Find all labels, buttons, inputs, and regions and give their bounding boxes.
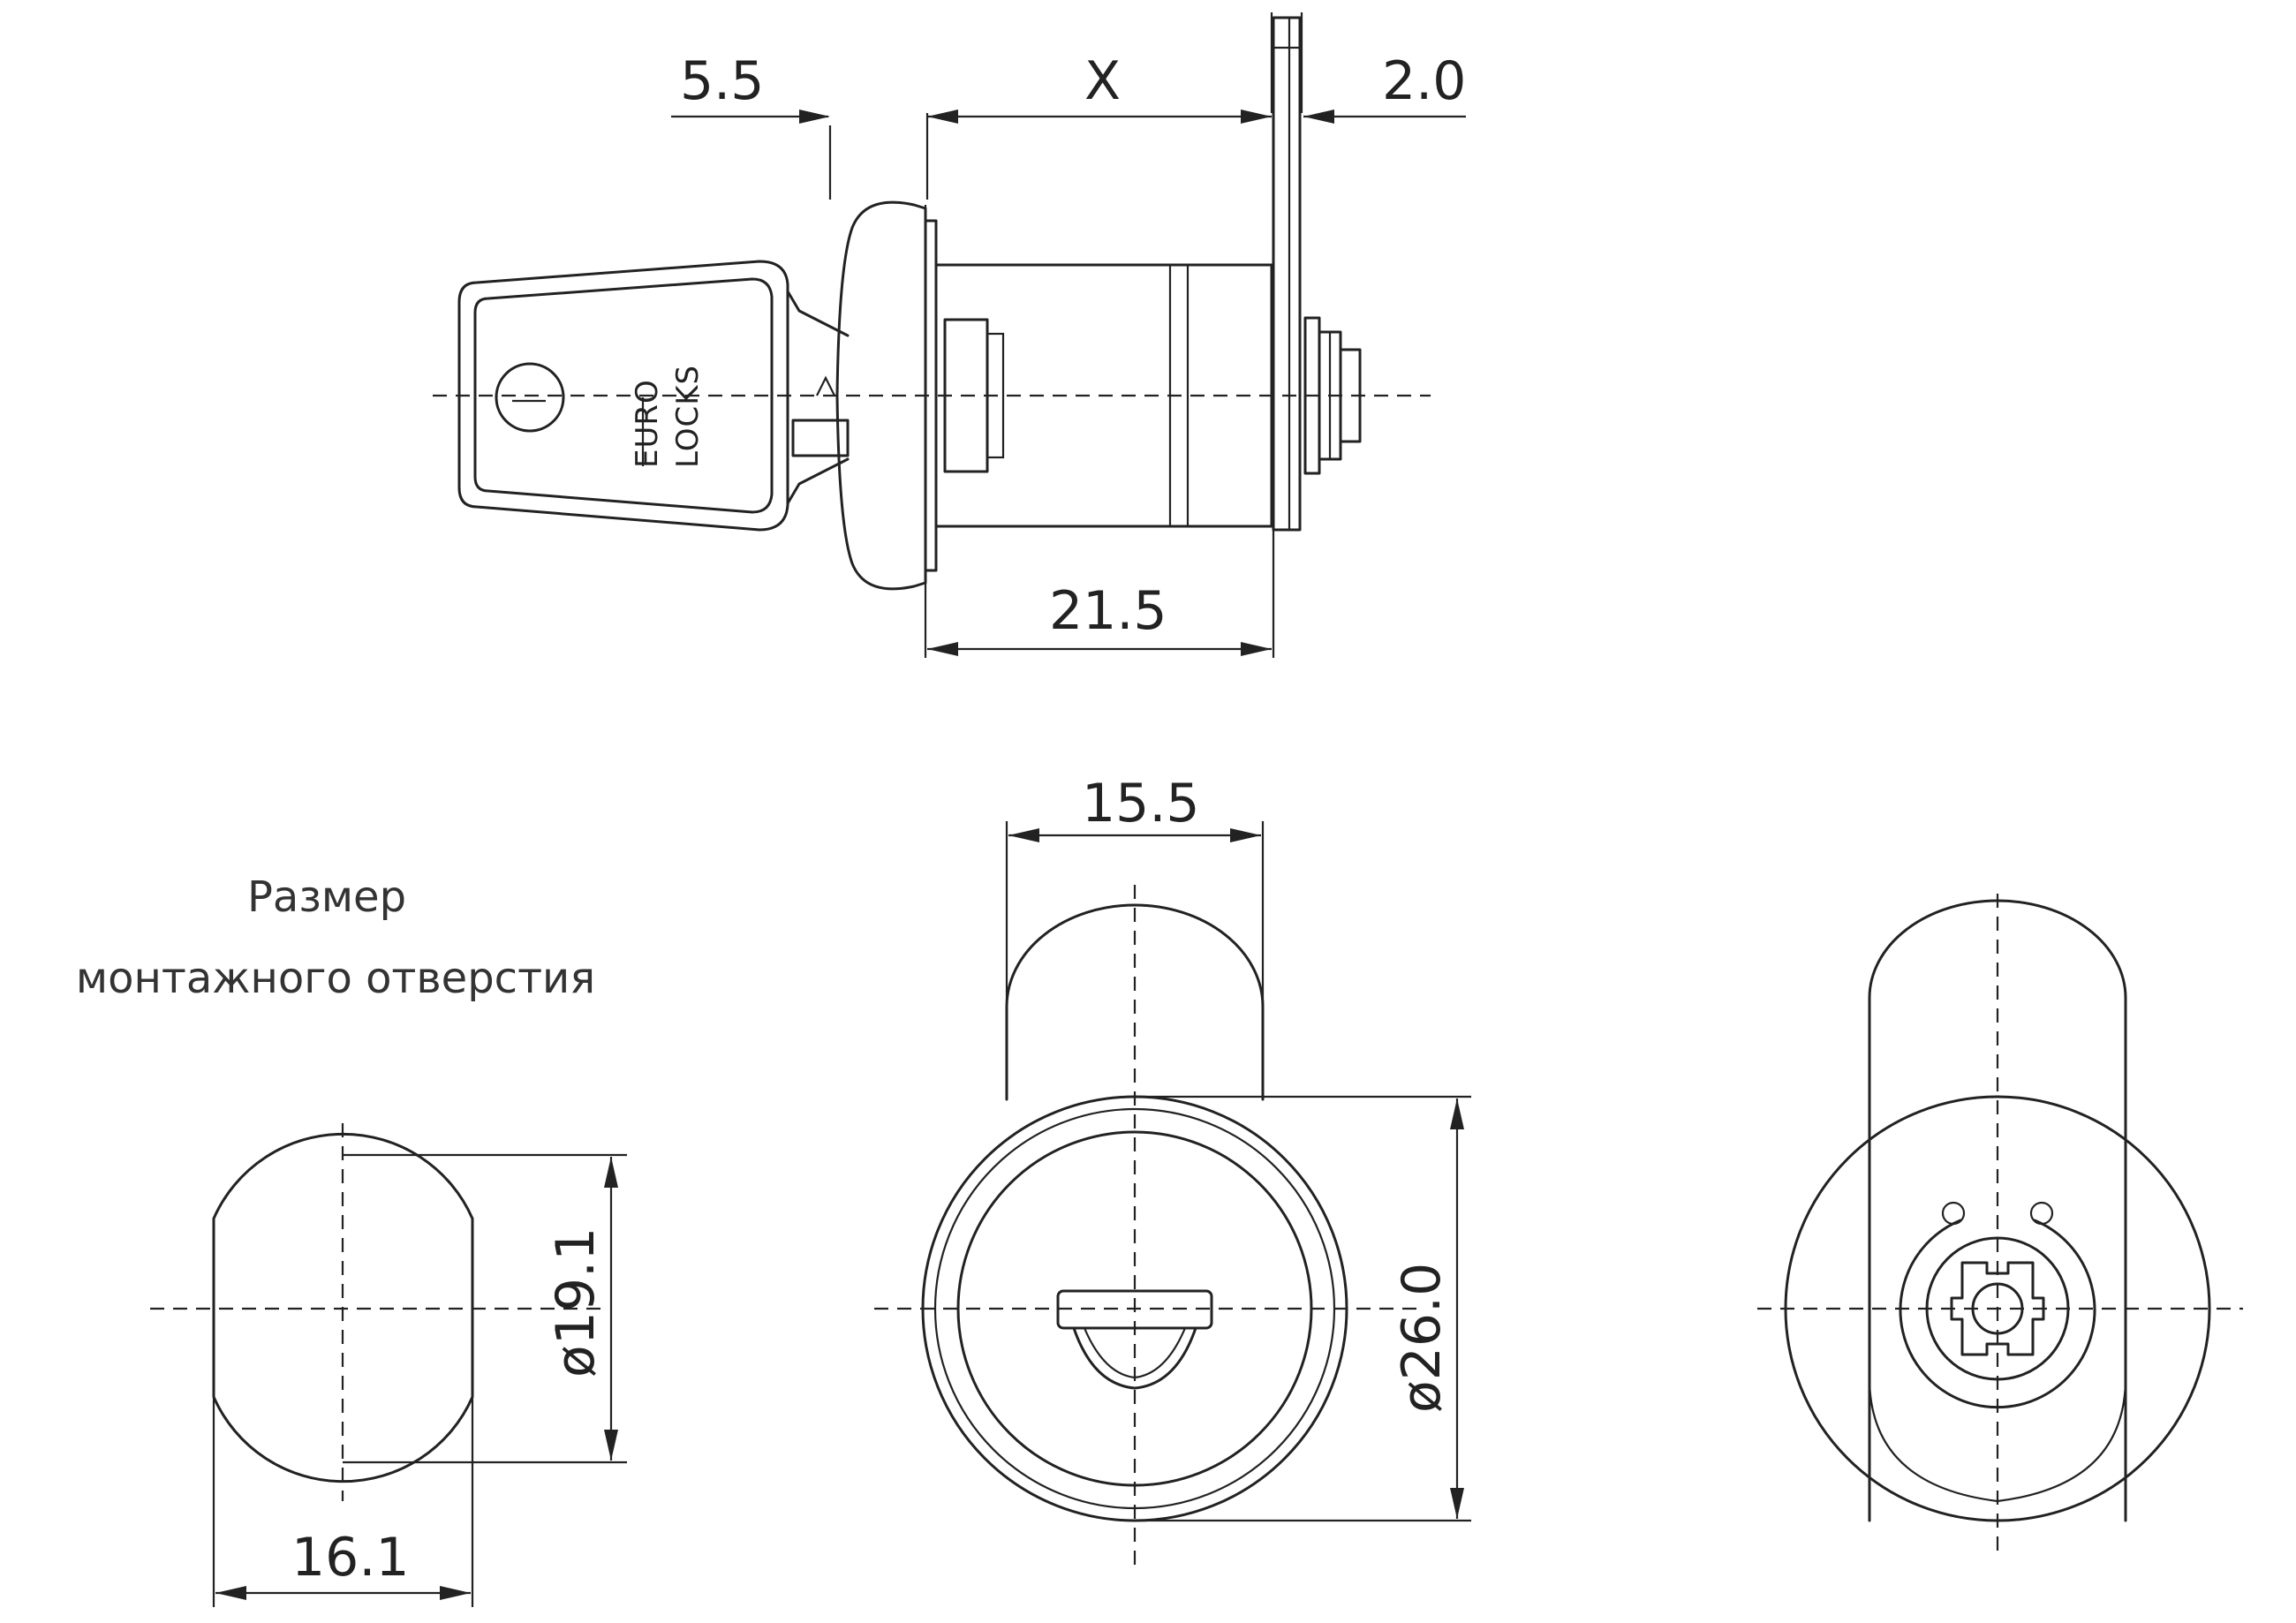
back-cam-plate xyxy=(1868,899,2127,1522)
front-view: 15.5 ø26.0 xyxy=(874,773,1471,1574)
key-brand-line1: EURO xyxy=(630,379,665,468)
back-view xyxy=(1757,894,2243,1556)
side-view: EURO LOCKS xyxy=(433,12,1466,658)
dim-21-5: 21.5 xyxy=(1049,580,1167,642)
dim-5-5: 5.5 xyxy=(680,50,764,112)
front-bezel-inner xyxy=(933,1107,1336,1510)
dim-hole-diameter: ø19.1 xyxy=(545,1227,607,1378)
back-cam-square xyxy=(1950,1261,2045,1356)
back-screw-hole xyxy=(1971,1282,2024,1335)
front-plug-face xyxy=(956,1130,1313,1487)
mounting-hole-view: ø19.1 16.1 xyxy=(150,1123,627,1607)
dim-front-diameter: ø26.0 xyxy=(1391,1263,1453,1413)
back-cam-ring xyxy=(1925,1236,2070,1381)
key: EURO LOCKS xyxy=(457,260,850,532)
dim-front-width: 15.5 xyxy=(1082,773,1200,834)
key-blade xyxy=(791,419,850,457)
back-bezel-outline xyxy=(1784,1095,2211,1522)
retaining-clip xyxy=(1899,1219,2096,1409)
key-brand-line2: LOCKS xyxy=(670,365,706,468)
hole-caption-line1: Размер xyxy=(246,872,407,922)
lock-body xyxy=(934,263,1273,528)
cam-screw xyxy=(1303,316,1362,475)
top-dimension: 5.5 X 2.0 xyxy=(671,12,1466,200)
keyway xyxy=(1056,1289,1213,1330)
bottom-dimension: 21.5 xyxy=(924,530,1275,658)
key-hole-icon xyxy=(495,362,565,433)
dim-x: X xyxy=(1084,50,1121,112)
dim-hole-width: 16.1 xyxy=(291,1527,410,1589)
hole-caption-line2: монтажного отверстия xyxy=(75,954,596,1003)
front-cam-tongue xyxy=(1005,903,1265,1101)
dim-2-0: 2.0 xyxy=(1382,50,1466,112)
cam-plate xyxy=(1272,16,1302,532)
